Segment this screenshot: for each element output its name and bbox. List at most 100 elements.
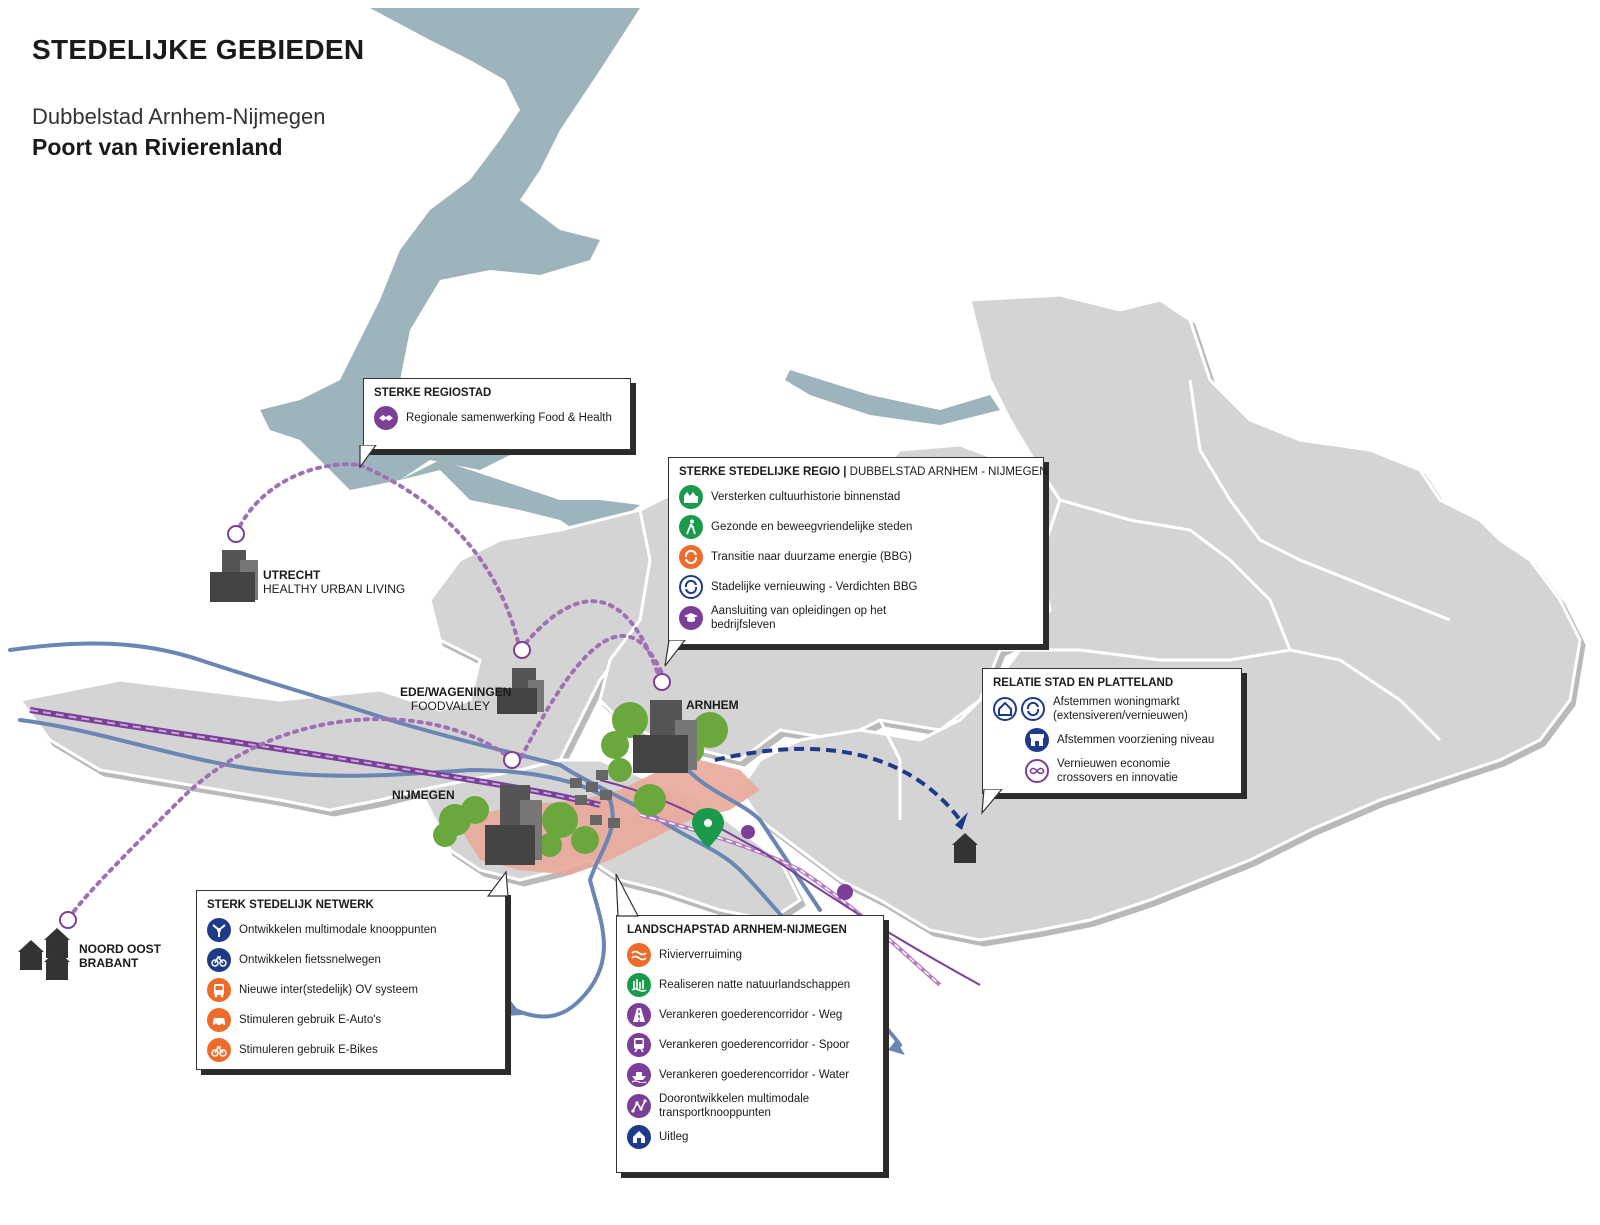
list-item: Vernieuwen economie crossovers en innova… (993, 757, 1231, 785)
list-item: Nieuwe inter(stedelijk) OV systeem (207, 977, 495, 1003)
callout-sterke-stedelijke-regio: STERKE STEDELIJKE REGIO | DUBBELSTAD ARN… (668, 457, 1048, 645)
callout-pointer (359, 445, 377, 469)
place-name: UTRECHT (263, 568, 321, 582)
rail-marker-icon (741, 825, 755, 839)
road-marker-icon (837, 884, 853, 900)
item-label: Verankeren goederencorridor - Weg (659, 1009, 843, 1021)
callout-pointer (486, 870, 509, 897)
train-icon (627, 1033, 651, 1057)
callout-title: STERKE REGIOSTAD (374, 387, 492, 399)
list-item: Versterken cultuurhistorie binnenstad (679, 484, 1033, 510)
ship-icon (627, 1063, 651, 1087)
place-name-line2: BRABANT (79, 956, 139, 970)
callout-landschapstad: LANDSCHAPSTAD ARNHEM-NIJMEGEN Rivierverr… (616, 915, 884, 1173)
bicycle-icon (207, 948, 231, 972)
list-item: Ontwikkelen multimodale knooppunten (207, 917, 495, 943)
item-label: Regionale samenwerking Food & Health (406, 412, 612, 424)
list-item: Uitleg (627, 1124, 873, 1150)
list-item: Stimuleren gebruik E-Auto's (207, 1007, 495, 1033)
callout-sterke-regiostad: STERKE REGIOSTAD Regionale samenwerking … (363, 378, 631, 450)
list-item: Stimuleren gebruik E-Bikes (207, 1037, 495, 1063)
list-item: Stadelijke vernieuwing - Verdichten BBG (679, 574, 1033, 600)
place-label-ede: EDE/WAGENINGEN FOODVALLEY (400, 685, 512, 713)
road-icon (627, 1003, 651, 1027)
lake-channel (785, 370, 1000, 425)
item-label: Uitleg (659, 1131, 689, 1143)
callout-title: RELATIE STAD EN PLATTELAND (993, 677, 1174, 689)
handshake-icon (374, 406, 398, 430)
item-label: Verankeren goederencorridor - Water (659, 1069, 850, 1081)
place-name-line1: NOORD OOST (79, 942, 162, 956)
crossover-icon (1025, 759, 1049, 783)
barn-icons-brabant (18, 928, 70, 980)
place-sub: FOODVALLEY (410, 699, 490, 713)
callout-title: STERK STEDELIJK NETWERK (207, 899, 374, 911)
callout-pointer (664, 640, 686, 667)
item-label: Versterken cultuurhistorie binnenstad (711, 491, 901, 503)
lake-water-arm (400, 460, 640, 540)
network-icon (627, 1094, 651, 1118)
list-item: Realiseren natte natuurlandschappen (627, 972, 873, 998)
list-item: Rivierverruiming (627, 942, 873, 968)
list-item: Afstemmen voorziening niveau (993, 727, 1231, 753)
item-label: Ontwikkelen fietssnelwegen (239, 954, 381, 966)
connection-arcs (66, 462, 667, 922)
house-icon (627, 1125, 651, 1149)
car-icon (207, 1008, 231, 1032)
list-item: Verankeren goederencorridor - Weg (627, 1002, 873, 1028)
city-countryside-arrow (714, 746, 962, 822)
lake-water (260, 8, 640, 490)
small-houses (570, 770, 620, 828)
place-name: EDE/WAGENINGEN (400, 685, 512, 699)
hub-icon (207, 918, 231, 942)
page-subtitle: Dubbelstad Arnhem-Nijmegen (32, 104, 326, 129)
page-subtitle-bold: Poort van Rivierenland (32, 134, 283, 160)
item-label: Doorontwikkelen multimodale transportkno… (659, 1093, 810, 1119)
list-item: Ontwikkelen fietssnelwegen (207, 947, 495, 973)
item-label: Vernieuwen economie crossovers en innova… (1057, 758, 1178, 784)
renewal-icon (679, 575, 703, 599)
building-arnhem (633, 700, 697, 773)
energy-cycle-icon (679, 545, 703, 569)
list-item: Transitie naar duurzame energie (BBG) (679, 544, 1033, 570)
building-utrecht (210, 550, 258, 602)
place-label-arnhem: ARNHEM (686, 698, 739, 712)
callout-title-thin: DUBBELSTAD ARNHEM - NIJMEGEN (849, 466, 1048, 478)
item-label: Stimuleren gebruik E-Bikes (239, 1044, 378, 1056)
location-pin-icon (692, 808, 724, 848)
item-label: Rivierverruiming (659, 949, 743, 961)
list-item: Gezonde en beweegvriendelijke steden (679, 514, 1033, 540)
item-label: Transitie naar duurzame energie (BBG) (711, 551, 912, 563)
callout-relatie-stad-platteland: RELATIE STAD EN PLATTELAND Afstemmen won… (982, 668, 1242, 794)
place-sub: HEALTHY URBAN LIVING (263, 582, 406, 596)
item-label: Nieuwe inter(stedelijk) OV systeem (239, 984, 418, 996)
item-label: Afstemmen voorziening niveau (1057, 734, 1215, 746)
callout-pointer (615, 874, 639, 917)
place-label-nijmegen: NIJMEGEN (392, 788, 455, 802)
list-item: Regionale samenwerking Food & Health (374, 405, 620, 431)
place-label-utrecht: UTRECHT HEALTHY URBAN LIVING (263, 568, 405, 596)
river-arrow-south (888, 1040, 905, 1055)
house-icon (993, 697, 1017, 721)
wetland-icon (627, 973, 651, 997)
page-title: STEDELIJKE GEBIEDEN (32, 34, 365, 65)
arrow-head (955, 812, 968, 830)
list-item: Verankeren goederencorridor - Water (627, 1062, 873, 1088)
walking-person-icon (679, 515, 703, 539)
list-item: Doorontwikkelen multimodale transportkno… (627, 1092, 873, 1120)
shop-icon (1025, 728, 1049, 752)
list-item: Verankeren goederencorridor - Spoor (627, 1032, 873, 1058)
item-label: Afstemmen woningmarkt (extensiveren/vern… (1053, 696, 1188, 722)
waves-icon (627, 943, 651, 967)
renewal-icon (1021, 697, 1045, 721)
trees (433, 702, 728, 857)
item-label: Ontwikkelen multimodale knooppunten (239, 924, 437, 936)
list-item: Aansluiting van opleidingen op het bedri… (679, 604, 1033, 632)
bus-icon (207, 978, 231, 1002)
place-name: NIJMEGEN (392, 788, 455, 802)
graduation-cap-icon (679, 606, 703, 630)
historic-buildings-icon (679, 485, 703, 509)
item-label: Gezonde en beweegvriendelijke steden (711, 521, 913, 533)
callout-sterk-stedelijk-netwerk: STERK STEDELIJK NETWERK Ontwikkelen mult… (196, 890, 506, 1070)
item-label: Stadelijke vernieuwing - Verdichten BBG (711, 581, 918, 593)
